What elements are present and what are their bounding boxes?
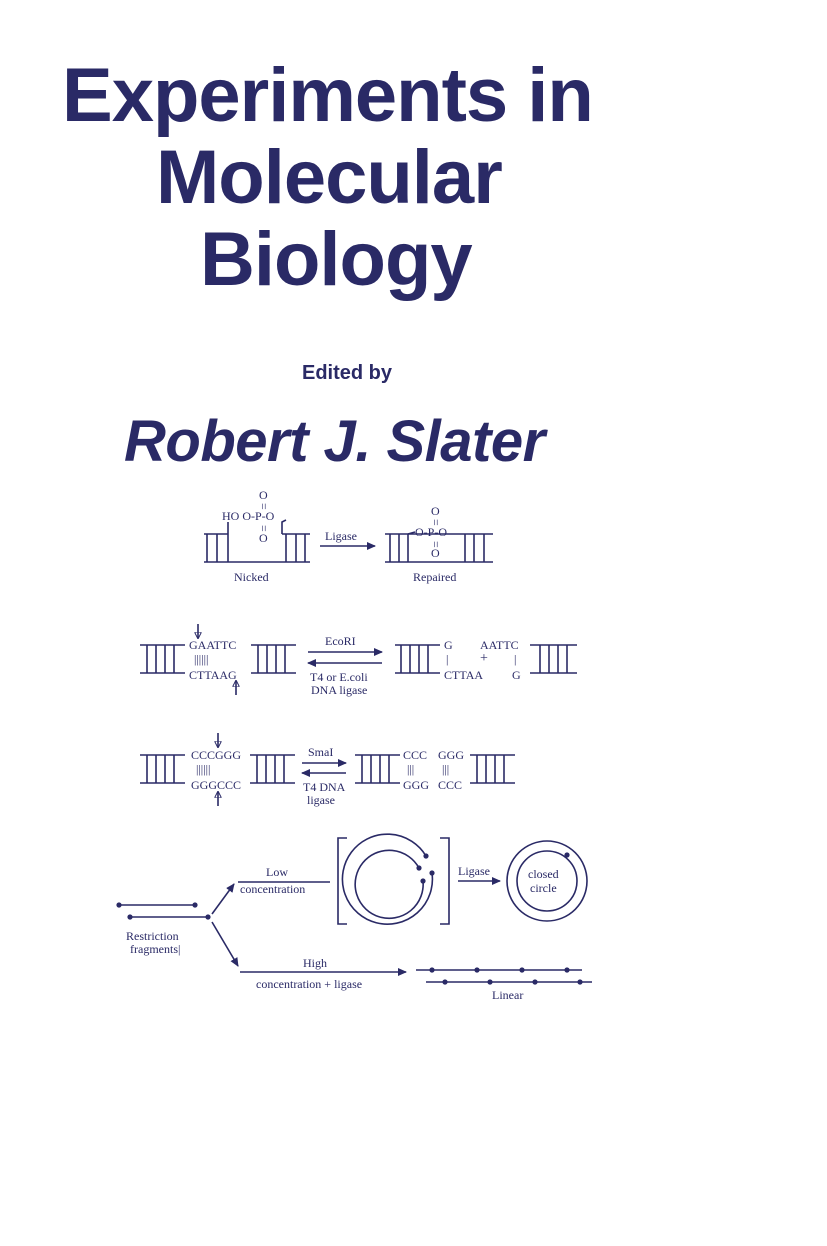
left-bracket [337,837,347,925]
smai-product-bottom-1: GGG [403,778,429,792]
smai-bonds: |||||| [196,762,210,776]
smai-forward-label: SmaI [308,745,333,759]
ecori-bottom-sequence: CTTAAG [189,668,237,682]
restriction-fragments [119,904,208,918]
nicked-caption: Nicked [234,570,269,584]
smai-bottom-sequence: GGGCCC [191,778,241,792]
right-bracket [440,837,450,925]
smai-product-bonds-2: ||| [442,762,449,776]
fragment-end-dots [116,852,583,985]
smai-top-sequence: CCCGGG [191,748,241,762]
low-concentration-label: concentration [240,882,305,896]
title-line-2: Molecular [156,135,503,220]
smai-substrate-dna [140,754,295,784]
ecori-substrate-dna [140,644,296,674]
fragments-label-2: fragments| [130,942,180,956]
repaired-caption: Repaired [413,570,456,584]
repaired-o-top: O [431,504,440,518]
ecori-product-plus: + [480,651,488,666]
editor-name: Robert J. Slater [124,409,545,474]
ecori-forward-label: EcoRI [325,634,356,648]
smai-reverse-label-1: T4 DNA [303,780,346,794]
fragments-label-1: Restriction [126,929,179,943]
smai-product-bottom-2: CCC [438,778,462,792]
repaired-dna-strand [385,531,493,563]
ecori-reverse-label-1: T4 or E.coli [310,670,368,684]
ecori-product-aattc: AATTC [480,638,519,652]
ecori-product-g-right: G [512,668,521,682]
ecori-product-bar-left: | [446,652,448,666]
ecori-product-dna [395,644,577,674]
circle-ligase-label: Ligase [458,864,490,878]
ecori-reverse-label-2: DNA ligase [311,683,367,697]
phosphate-ho-group: HO O-P-O [222,509,275,523]
ecori-product-cttaa: CTTAA [444,668,483,682]
repaired-o-bottom: O [431,546,440,560]
closed-circle [506,840,588,922]
nicked-dna-strand [204,519,310,563]
open-circle-intermediate [341,833,434,925]
repaired-phosphate-group: O-P-O [415,525,447,539]
smai-product-top-2: GGG [438,748,464,762]
title-line-1: Experiments in [62,53,594,138]
closed-circle-label-1: closed [528,867,559,881]
title-line-3: Biology [200,217,473,302]
smai-reverse-label-2: ligase [307,793,335,807]
repaired-double-bond-top: = [429,519,443,526]
phosphate-double-bond-bottom: = [257,525,271,532]
closed-circle-label-2: circle [530,881,557,895]
ecori-product-bar-right: | [514,652,516,666]
linear-product-dna [416,969,592,983]
ecori-product-g-left: G [444,638,453,652]
linear-label: Linear [492,988,523,1002]
low-label: Low [266,865,288,879]
low-concentration-arrow [211,883,235,915]
smai-product-dna [355,754,515,784]
high-label: High [303,956,327,970]
repaired-double-bond-bottom: = [429,541,443,548]
high-concentration-label: concentration + ligase [256,977,362,991]
high-concentration-arrow [211,921,239,967]
phosphate-double-bond-top: = [257,503,271,510]
phosphate-o-top: O [259,488,268,502]
phosphate-o-bottom: O [259,531,268,545]
ecori-top-sequence: GAATTC [189,638,236,652]
smai-product-top-1: CCC [403,748,427,762]
ecori-bonds: |||||| [194,652,208,666]
smai-product-bonds-1: ||| [407,762,414,776]
ligase-arrow-label: Ligase [325,529,357,543]
edited-by-label: Edited by [302,362,393,384]
